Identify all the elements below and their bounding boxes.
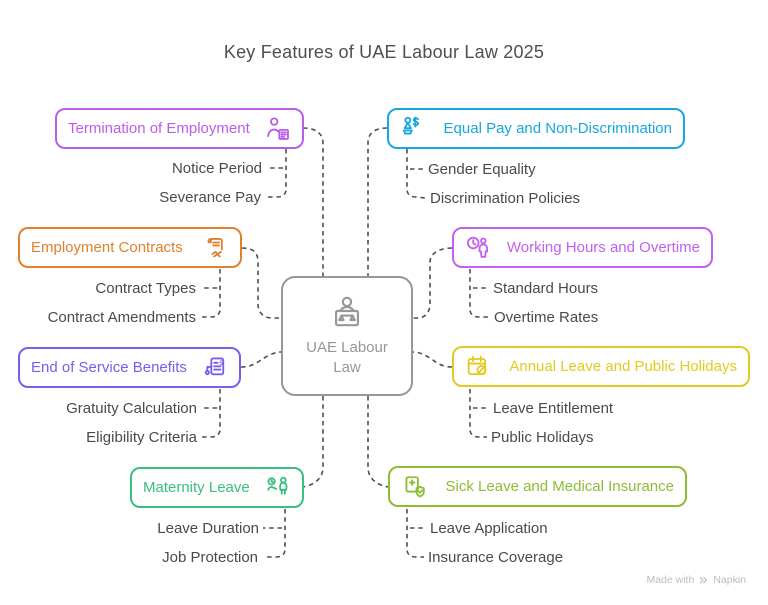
svg-text:$: $	[219, 357, 223, 366]
leaf-contract-types[interactable]: Contract Types	[95, 280, 196, 297]
leaf-eligibility-criteria[interactable]: Eligibility Criteria	[86, 429, 197, 446]
clock-person-icon	[465, 235, 491, 261]
node-annual-leave-and-public-holidays[interactable]: Annual Leave and Public Holidays	[452, 346, 750, 387]
leaf-standard-hours[interactable]: Standard Hours	[493, 280, 599, 297]
medical-shield-icon	[401, 474, 427, 500]
leaf-leave-duration[interactable]: Leave Duration	[157, 520, 259, 537]
watermark-brand: Napkin	[713, 574, 746, 586]
node-uae-labour-law[interactable]: UAE Labour Law	[281, 276, 413, 396]
person-document-icon	[265, 116, 291, 142]
leaf-severance-pay[interactable]: Severance Pay	[159, 189, 261, 206]
node-termination-of-employment[interactable]: Termination of Employment	[55, 108, 304, 149]
leaf-insurance-coverage[interactable]: Insurance Coverage	[428, 549, 564, 566]
contract-handshake-icon	[203, 235, 229, 261]
diagram-title: Key Features of UAE Labour Law 2025	[223, 42, 545, 62]
person-scales-icon	[324, 295, 370, 335]
node-end-of-service-benefits[interactable]: End of Service Benefits $	[18, 347, 241, 388]
leaf-leave-entitlement[interactable]: Leave Entitlement	[493, 400, 614, 417]
node-label: Termination of Employment	[68, 120, 250, 137]
node-maternity-leave[interactable]: Maternity Leave	[130, 467, 304, 508]
napkin-logo-icon	[699, 576, 708, 584]
leaf-notice-period[interactable]: Notice Period	[171, 160, 262, 177]
leaf-gratuity-calculation[interactable]: Gratuity Calculation	[66, 400, 197, 417]
central-node-label: UAE Labour Law	[306, 338, 388, 376]
node-label: Equal Pay and Non-Discrimination	[443, 120, 672, 137]
node-label: Sick Leave and Medical Insurance	[445, 478, 674, 495]
calendar-slash-icon	[465, 354, 491, 380]
node-label: End of Service Benefits	[31, 359, 187, 376]
node-label: Employment Contracts	[31, 239, 183, 256]
leaf-leave-application[interactable]: Leave Application	[430, 520, 548, 537]
node-equal-pay-and-non-discrimination[interactable]: Equal Pay and Non-Discrimination	[387, 108, 685, 149]
leaf-overtime-rates[interactable]: Overtime Rates	[494, 309, 599, 326]
leaf-job-protection[interactable]: Job Protection	[162, 549, 258, 566]
node-working-hours-and-overtime[interactable]: Working Hours and Overtime	[452, 227, 713, 268]
leaf-discrimination-policies[interactable]: Discrimination Policies	[430, 190, 581, 207]
node-label: Maternity Leave	[143, 479, 250, 496]
clock-mother-icon	[265, 475, 291, 501]
leaf-contract-amendments[interactable]: Contract Amendments	[47, 309, 196, 326]
node-employment-contracts[interactable]: Employment Contracts	[18, 227, 242, 268]
leaf-public-holidays[interactable]: Public Holidays	[491, 429, 594, 446]
watermark-text: Made with	[646, 574, 695, 586]
leaf-gender-equality[interactable]: Gender Equality	[428, 161, 536, 178]
napkin-watermark[interactable]: Made with Napkin	[646, 574, 746, 586]
money-document-icon: $	[202, 355, 228, 381]
equal-pay-scale-icon	[400, 116, 426, 142]
node-label: Annual Leave and Public Holidays	[509, 358, 737, 375]
node-sick-leave-and-medical-insurance[interactable]: Sick Leave and Medical Insurance	[388, 466, 687, 507]
node-label: Working Hours and Overtime	[506, 239, 700, 256]
